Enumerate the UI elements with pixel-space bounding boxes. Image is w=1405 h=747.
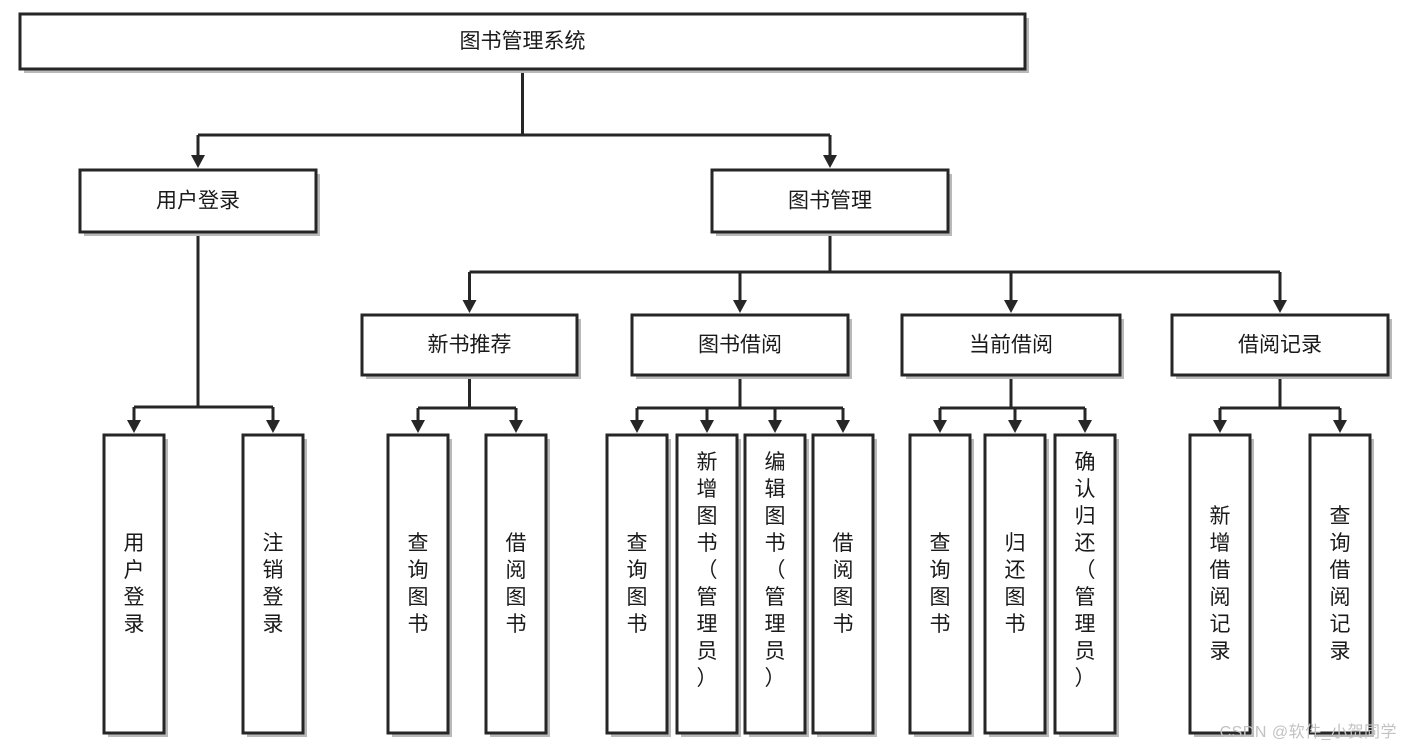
node-label: 用户登录 [156,190,240,213]
node-l_cb_query[interactable]: 查询图书 [908,433,974,737]
connector-arrow [836,408,850,433]
node-label: 新书推荐 [428,334,512,357]
node-n_record[interactable]: 借阅记录 [1170,313,1392,379]
node-box [78,168,318,234]
node-layer: 图书管理系统用户登录图书管理新书推荐图书借阅当前借阅借阅记录用户登录注销登录查询… [18,12,1392,737]
node-label: 借阅记录 [1238,334,1322,357]
node-l_rc_query[interactable]: 查询借阅记录 [1308,433,1374,737]
node-label: 注销登录 [263,532,284,636]
csdn-watermark: CSDN @软件_小贺同学 [1219,724,1397,741]
node-l_rc_add[interactable]: 新增借阅记录 [1188,433,1254,737]
node-box [18,12,1027,71]
node-box [360,313,579,377]
connector-arrow [733,272,747,313]
connector-group [191,69,837,168]
connector-arrow [630,408,644,433]
node-n_user_login[interactable]: 用户登录 [78,168,320,236]
connector-group [411,375,523,433]
node-box [605,433,669,735]
node-box [386,433,450,735]
node-label: 新增图书（管理员） [697,451,718,690]
node-n_new_book[interactable]: 新书推荐 [360,313,581,379]
connector-arrow [1213,408,1227,433]
connector-arrow [127,407,141,433]
node-label: 确认归还（管理员） [1075,451,1096,690]
connector-group [1213,375,1347,433]
connector-arrow [1078,408,1092,433]
node-l_bb_edit[interactable]: 编辑图书（管理员） [743,433,809,737]
node-l_bb_add[interactable]: 新增图书（管理员） [675,433,741,737]
connector-arrow [1004,272,1018,313]
node-l_bb_query[interactable]: 查询图书 [605,433,671,737]
node-box [675,433,739,735]
node-box [1170,313,1390,377]
node-label: 图书管理 [788,190,872,213]
node-label: 借阅图书 [833,532,854,636]
node-label: 查询图书 [930,532,951,636]
node-box [630,313,850,377]
node-label: 查询图书 [627,532,648,636]
connector-group [462,232,1287,313]
connector-layer [127,69,1347,433]
node-box [900,313,1122,377]
node-box [241,433,305,735]
node-l_nb_borrow[interactable]: 借阅图书 [484,433,550,737]
node-n_borrow[interactable]: 图书借阅 [630,313,852,379]
node-box [983,433,1047,735]
node-l_user_logout[interactable]: 注销登录 [241,433,307,737]
connector-arrow [768,408,782,433]
node-label: 图书管理系统 [460,30,586,53]
node-l_user_login[interactable]: 用户登录 [102,433,168,737]
connector-arrow [933,408,947,433]
node-l_bb_borrow[interactable]: 借阅图书 [811,433,877,737]
node-n_book_manage[interactable]: 图书管理 [710,168,952,236]
node-root[interactable]: 图书管理系统 [18,12,1029,73]
connector-arrow [823,135,837,168]
node-box [102,433,166,735]
node-label: 查询借阅记录 [1330,505,1351,663]
connector-arrow [1008,408,1022,433]
node-label: 编辑图书（管理员） [765,451,786,690]
node-box [811,433,875,735]
node-box [908,433,972,735]
node-l_cb_return[interactable]: 归还图书 [983,433,1049,737]
node-label: 借阅图书 [506,532,527,636]
connector-arrow [191,135,205,168]
connector-arrow [700,408,714,433]
node-label: 用户登录 [124,532,145,636]
connector-group [127,232,280,433]
connector-arrow [266,407,280,433]
node-n_current[interactable]: 当前借阅 [900,313,1124,379]
connector-arrow [1273,272,1287,313]
node-box [484,433,548,735]
node-box [1188,433,1252,735]
connector-arrow [1333,408,1347,433]
node-label: 查询图书 [408,532,429,636]
node-box [1053,433,1117,735]
node-label: 当前借阅 [969,334,1053,357]
connector-group [630,375,850,433]
connector-group [933,375,1092,433]
node-l_nb_query[interactable]: 查询图书 [386,433,452,737]
connector-arrow [411,408,425,433]
node-box [710,168,950,234]
node-l_cb_confirm[interactable]: 确认归还（管理员） [1053,433,1119,737]
connector-arrow [509,408,523,433]
node-box [743,433,807,735]
node-label: 新增借阅记录 [1210,505,1231,663]
node-label: 图书借阅 [698,334,782,357]
node-label: 归还图书 [1005,532,1026,636]
node-box [1308,433,1372,735]
connector-arrow [462,272,477,313]
